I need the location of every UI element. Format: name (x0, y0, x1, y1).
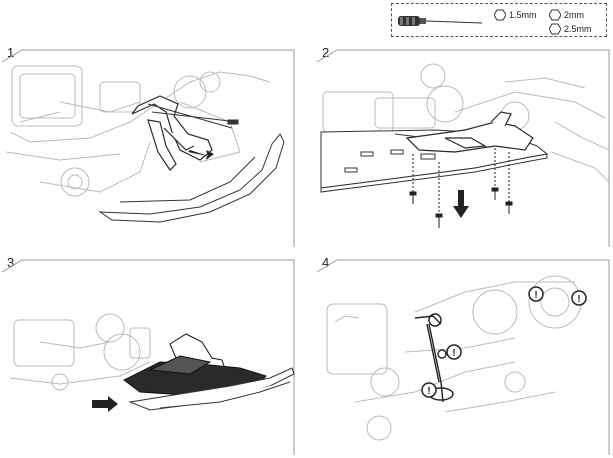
step-2-illustration (316, 49, 610, 247)
hex-2mm-icon (549, 9, 561, 21)
svg-text:!: ! (452, 348, 455, 359)
caution-icon: ! (421, 382, 437, 398)
size-2-5mm-label: 2.5mm (564, 24, 592, 34)
step-3-illustration (1, 259, 295, 455)
step-3-number: 3 (7, 255, 15, 270)
step-4-panel: 4 ! (315, 252, 613, 458)
step-1-illustration (1, 49, 295, 247)
step-2-number: 2 (322, 45, 330, 60)
svg-text:!: ! (534, 290, 537, 301)
hex-driver-icon (398, 16, 483, 26)
svg-text:!: ! (427, 386, 430, 397)
step-1-panel: 1 (0, 42, 300, 250)
step-2-panel: 2 (315, 42, 613, 250)
tools-legend: 1.5mm 2mm 2.5mm (391, 3, 607, 37)
size-1-5mm-label: 1.5mm (509, 10, 537, 20)
caution-icon: ! (528, 286, 544, 302)
step-1-number: 1 (7, 45, 15, 60)
size-2mm-label: 2mm (564, 10, 584, 20)
hex-2-5mm-icon (549, 23, 561, 35)
hex-1-5mm-icon (494, 9, 506, 21)
caution-icon: ! (571, 290, 587, 306)
step-4-illustration: ! ! ! ! (316, 259, 610, 455)
caution-icon: ! (446, 344, 462, 360)
svg-text:!: ! (577, 294, 580, 305)
step-4-number: 4 (322, 255, 330, 270)
step-3-panel: 3 (0, 252, 300, 458)
